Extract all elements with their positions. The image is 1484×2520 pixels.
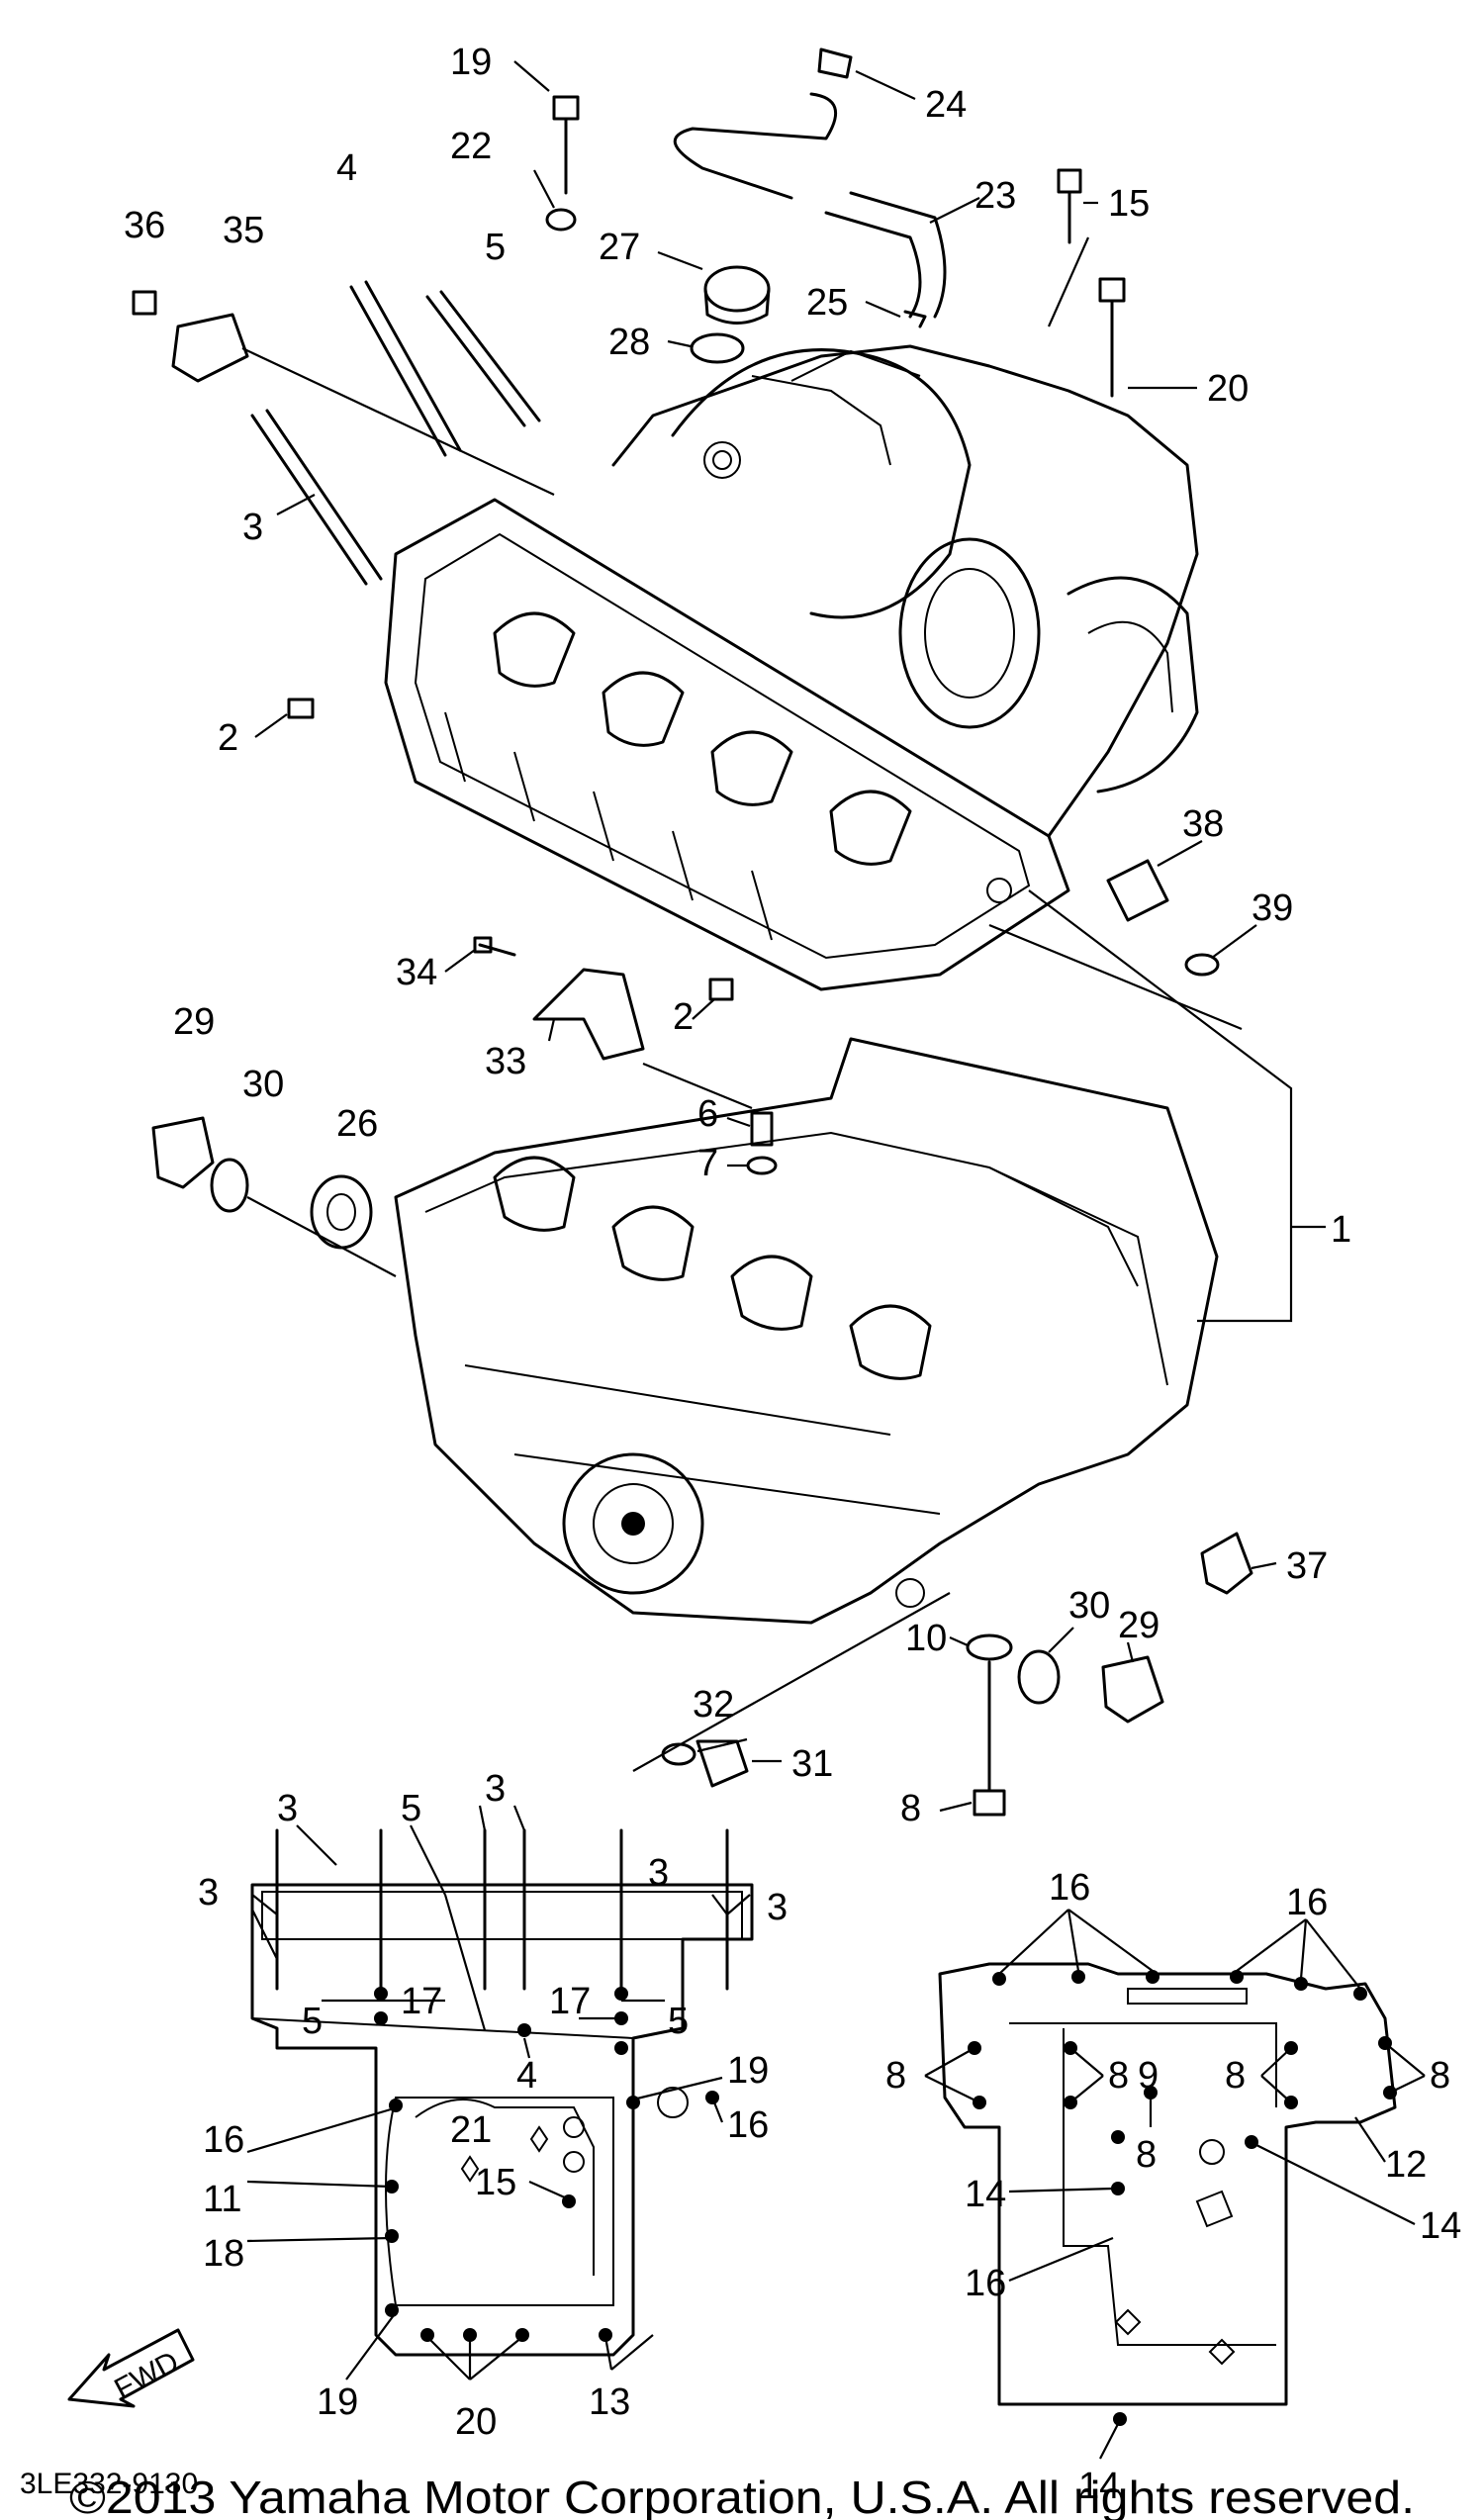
bl-label-16-a: 16 [203, 2119, 244, 2161]
label-33: 33 [485, 1041, 526, 1082]
label-8: 8 [900, 1788, 921, 1829]
leader-lines [241, 60, 1326, 1813]
br-label-16-a: 16 [1049, 1867, 1090, 1909]
bl-label-5-a: 5 [401, 1788, 421, 1829]
bl-label-4: 4 [516, 2055, 537, 2097]
bl-label-17-b: 17 [549, 1981, 591, 2022]
label-25: 25 [806, 282, 848, 324]
copyright-notice: ©2013 Yamaha Motor Corporation, U.S.A. A… [69, 2472, 1415, 2520]
bl-label-5-b: 5 [302, 2001, 323, 2042]
br-label-8-b: 8 [1108, 2055, 1129, 2097]
br-label-16-b: 16 [1286, 1882, 1328, 1923]
label-38: 38 [1182, 803, 1224, 845]
bl-label-18: 18 [203, 2233, 244, 2275]
label-3: 3 [242, 507, 263, 548]
label-29-right: 29 [1118, 1605, 1159, 1646]
label-4: 4 [336, 147, 357, 189]
fwd-label: FWD [109, 2346, 184, 2406]
br-label-14-a: 14 [965, 2174, 1006, 2215]
bl-label-19-b: 19 [317, 2381, 358, 2423]
label-34: 34 [396, 952, 437, 993]
upper-case-bottom-view: FWD [67, 1805, 754, 2408]
br-label-16-c: 16 [965, 2263, 1006, 2304]
br-label-8-d: 8 [1225, 2055, 1246, 2097]
label-23: 23 [974, 175, 1016, 217]
label-36: 36 [124, 205, 165, 246]
label-22: 22 [450, 126, 492, 167]
part-code: 3LE332-9130 [20, 2468, 198, 2500]
bl-label-21: 21 [450, 2109, 492, 2151]
bl-label-15: 15 [475, 2162, 516, 2203]
label-15: 15 [1108, 183, 1150, 225]
br-label-14-c: 14 [1078, 2466, 1120, 2507]
br-label-8-c: 8 [1136, 2134, 1157, 2176]
bl-label-19-a: 19 [727, 2050, 769, 2092]
label-27: 27 [599, 227, 640, 268]
label-39: 39 [1252, 887, 1293, 929]
label-30-left: 30 [242, 1064, 284, 1105]
small-parts [132, 47, 1253, 1817]
bl-label-3-e: 3 [767, 1887, 788, 1928]
label-24: 24 [925, 84, 967, 126]
label-1: 1 [1331, 1209, 1351, 1251]
br-label-8-a: 8 [885, 2055, 906, 2097]
label-19: 19 [450, 42, 492, 83]
label-35: 35 [223, 210, 264, 251]
br-label-12: 12 [1385, 2144, 1427, 2186]
bl-label-17-a: 17 [401, 1981, 442, 2022]
bl-label-20: 20 [455, 2401, 497, 2443]
label-20: 20 [1207, 368, 1249, 410]
label-6: 6 [697, 1093, 718, 1135]
br-label-8-e: 8 [1430, 2055, 1450, 2097]
bl-label-13: 13 [589, 2381, 630, 2423]
callout-labels: 19 24 22 4 23 15 27 5 36 35 25 28 20 3 2… [124, 42, 1461, 2507]
bl-label-3-b: 3 [485, 1768, 506, 1810]
label-28: 28 [608, 322, 650, 363]
bl-label-5-c: 5 [668, 2001, 689, 2042]
bl-label-3-a: 3 [277, 1788, 298, 1829]
label-26: 26 [336, 1103, 378, 1145]
label-30-right: 30 [1068, 1585, 1110, 1627]
label-31: 31 [791, 1743, 833, 1785]
lower-case-bottom-view [924, 1909, 1426, 2460]
label-32: 32 [693, 1684, 734, 1726]
bl-label-11: 11 [203, 2179, 241, 2220]
br-label-9: 9 [1138, 2055, 1159, 2097]
bl-label-3-d: 3 [198, 1872, 219, 1913]
label-10: 10 [905, 1618, 947, 1659]
fwd-arrow-icon: FWD [67, 2328, 195, 2408]
lower-crankcase [394, 1037, 1219, 1625]
br-label-14-b: 14 [1420, 2205, 1461, 2247]
bl-label-16-b: 16 [727, 2104, 769, 2146]
bl-label-3-c: 3 [648, 1852, 669, 1894]
label-7: 7 [697, 1143, 718, 1184]
label-2-lower: 2 [673, 996, 694, 1038]
upper-crankcase [384, 344, 1199, 991]
label-29-left: 29 [173, 1001, 215, 1043]
label-5: 5 [485, 227, 506, 268]
label-37: 37 [1286, 1545, 1328, 1587]
label-2-upper: 2 [218, 717, 238, 759]
